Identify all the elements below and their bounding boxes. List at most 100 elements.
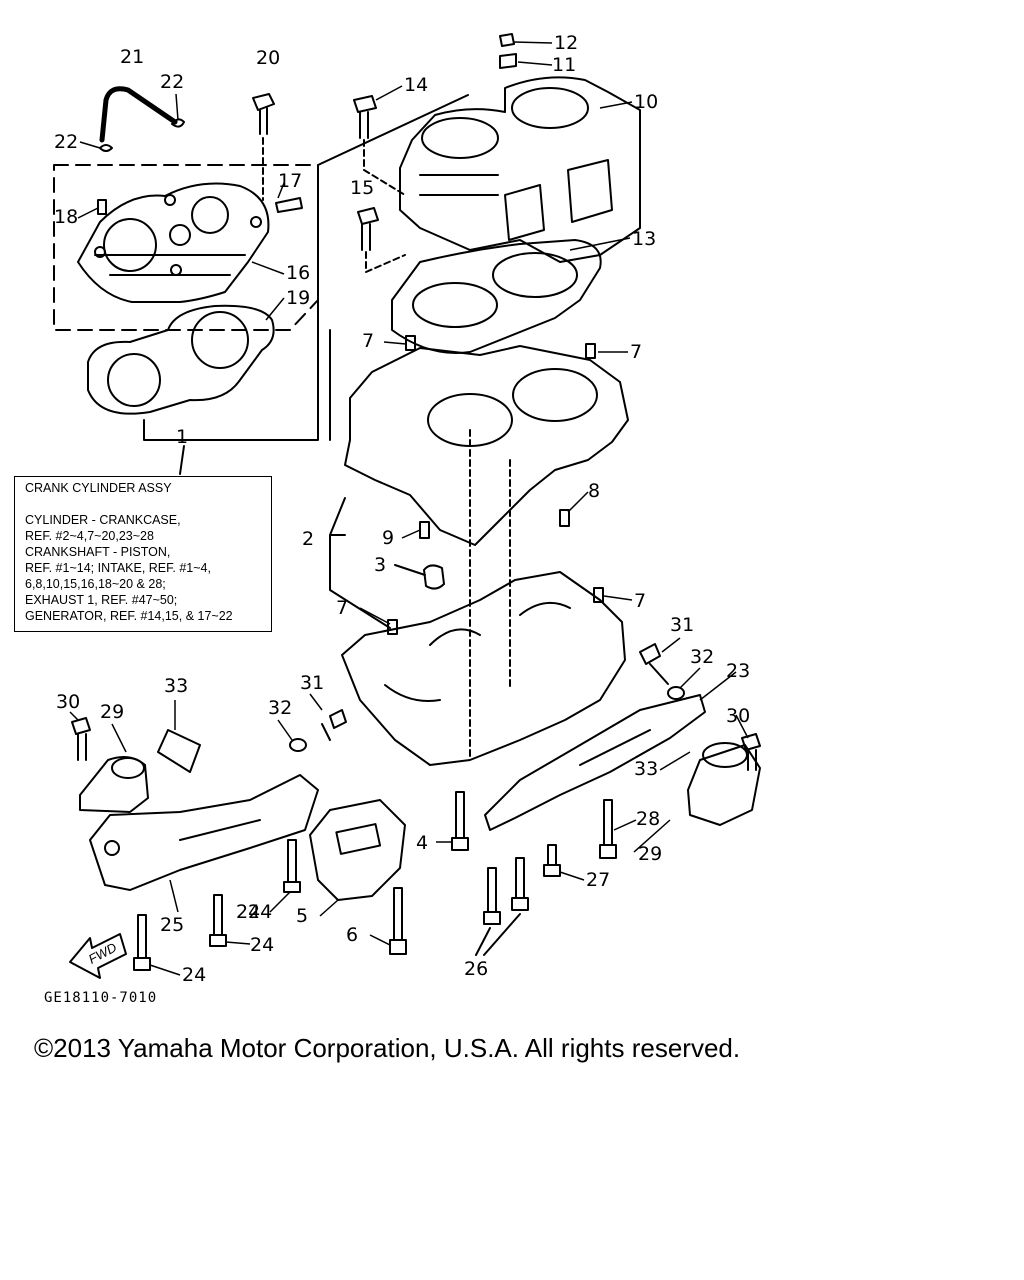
- leader-26: [475, 913, 521, 956]
- callout-numbers: 1 2 3 4 5 6 7 7 7 7 8 9 10 11 12 13 14 1…: [54, 32, 750, 986]
- callout: 32: [690, 646, 714, 668]
- legend-line: GENERATOR, REF. #14,15, & 17~22: [25, 609, 233, 623]
- cylinder-bore-right: [511, 87, 589, 129]
- cylinder-block-10: [399, 76, 641, 263]
- callout: 6: [346, 924, 358, 946]
- callout: 24: [236, 901, 260, 923]
- callout: 24: [250, 934, 274, 956]
- damper-33-left: [157, 729, 201, 773]
- assembly-legend-box: CRANK CYLINDER ASSY CYLINDER - CRANKCASE…: [14, 476, 272, 632]
- callout: 20: [256, 47, 280, 69]
- generator-cover-16: [77, 182, 270, 303]
- bolt-27: [543, 844, 561, 877]
- callout: 11: [552, 54, 576, 76]
- crankcase-journals: [384, 601, 571, 702]
- callout: 1: [176, 426, 188, 448]
- mount-block-5-window: [335, 823, 382, 855]
- callout: 7: [362, 330, 374, 352]
- callout: 31: [670, 614, 694, 636]
- callout: 21: [120, 46, 144, 68]
- cylinder-fins: [419, 174, 499, 196]
- callout: 5: [296, 905, 308, 927]
- cover-rib: [94, 254, 246, 276]
- callout-leaders: [69, 41, 749, 976]
- callout: 23: [726, 660, 750, 682]
- callout: 30: [56, 691, 80, 713]
- legend-line: EXHAUST 1, REF. #47~50;: [25, 593, 178, 607]
- bolt-20-shank: [259, 107, 268, 135]
- bolt-30-right: [741, 733, 761, 771]
- callout: 10: [634, 91, 658, 113]
- cover-port-center: [169, 224, 191, 246]
- clip-22-lower: [99, 144, 113, 152]
- dowel-7-b: [585, 343, 596, 359]
- exploded-parts-diagram: FWD 1 2 3 4 5 6 7 7 7 7 8 9 10 11 12 13 …: [53, 32, 761, 986]
- cover-bolt-hole-a: [94, 246, 106, 258]
- legend-line: REF. #2~4,7~20,23~28: [25, 529, 154, 543]
- callout: 28: [636, 808, 660, 830]
- copyright-notice: ©2013 Yamaha Motor Corporation, U.S.A. A…: [34, 1033, 741, 1063]
- cover-bolt-hole-d: [170, 264, 182, 276]
- callout: 15: [350, 177, 374, 199]
- callout: 18: [54, 206, 78, 228]
- mount-23-slot: [579, 729, 651, 766]
- bolt-28: [599, 799, 617, 859]
- cover-bolt-hole-b: [164, 194, 176, 206]
- callout: 24: [182, 964, 206, 986]
- callout: 29: [100, 701, 124, 723]
- cylinder-bore-left: [421, 117, 499, 159]
- legend-line: 6,8,10,15,16,18~20 & 28;: [25, 577, 166, 591]
- rubber-mount-29-left-top: [111, 757, 145, 779]
- callout: 19: [286, 287, 310, 309]
- cover-port-right: [191, 196, 229, 234]
- bracket-11: [499, 53, 517, 69]
- leader-15-dash: [365, 251, 406, 273]
- callout: 32: [268, 697, 292, 719]
- dowel-18: [97, 199, 107, 215]
- callout: 7: [336, 597, 348, 619]
- bolt-31-right: [639, 643, 669, 685]
- leader-3: [394, 564, 426, 576]
- callout: 33: [634, 758, 658, 780]
- bolt-24-b: [209, 894, 227, 947]
- callout: 24: [248, 901, 272, 923]
- dowel-7-a: [405, 335, 416, 351]
- mount-block-5: [309, 799, 406, 901]
- gasket-19-bore-left: [107, 353, 161, 407]
- bearing-3: [423, 564, 445, 590]
- hose-21: [99, 86, 178, 143]
- bolt-31-left: [321, 709, 347, 741]
- callout: 17: [278, 170, 302, 192]
- clip-22-upper: [171, 118, 185, 128]
- lower-case-dash: [469, 429, 511, 761]
- washer-32-left: [289, 738, 307, 752]
- bolt-6: [389, 887, 407, 955]
- bolt-26-b: [511, 857, 529, 911]
- engine-mount-25: [89, 774, 319, 891]
- bolt-4: [451, 791, 469, 851]
- crankcase-bore-right: [512, 368, 598, 422]
- callout: 33: [164, 675, 188, 697]
- rubber-mount-29-right-top: [702, 742, 748, 768]
- callout: 25: [160, 914, 184, 936]
- fwd-arrow: [69, 933, 127, 979]
- leader-1: [179, 445, 185, 475]
- callout: 8: [588, 480, 600, 502]
- legend-line: CRANKSHAFT - PISTON,: [25, 545, 171, 559]
- drawing-code: GE18110-7010: [44, 990, 158, 1006]
- dowel-8: [559, 509, 570, 527]
- legend-line: CYLINDER - CRANKCASE,: [25, 513, 181, 527]
- callout: 3: [374, 554, 386, 576]
- callout: 30: [726, 705, 750, 727]
- cylinder-gasket-13: [391, 239, 602, 355]
- generator-assy-boundary: [53, 164, 319, 331]
- callout: 7: [634, 590, 646, 612]
- bolt-24-a: [283, 839, 301, 893]
- crankcase-bore-left: [427, 393, 513, 447]
- callout: 4: [416, 832, 428, 854]
- leader-1-bracket: [143, 94, 469, 441]
- gasket-19-bore-right: [191, 311, 249, 369]
- leader-14-dash: [363, 139, 406, 196]
- mount-25-slot: [179, 819, 261, 841]
- bolt-26-a: [483, 867, 501, 925]
